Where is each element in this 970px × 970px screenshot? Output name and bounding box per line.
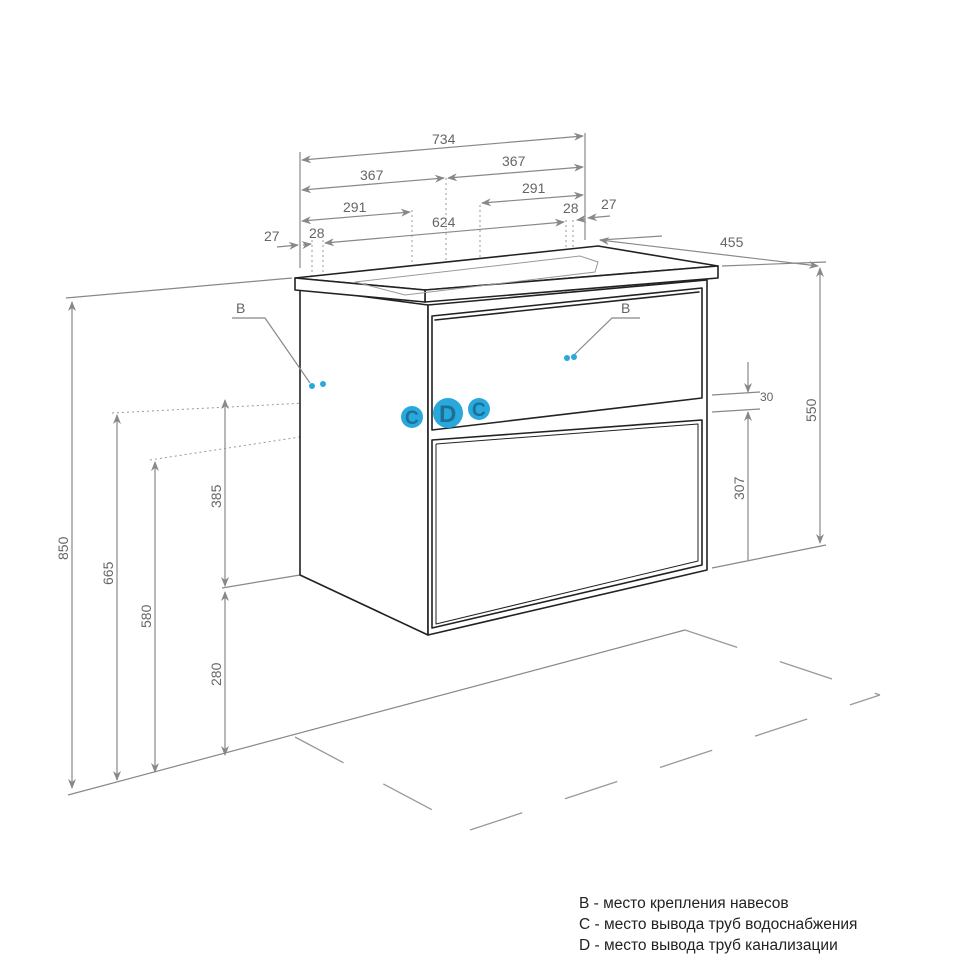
legend-item-c: C - место вывода труб водоснабжения bbox=[579, 916, 858, 933]
dim-850: 850 bbox=[55, 536, 71, 560]
mount-point-icon bbox=[571, 354, 577, 360]
legend-item-d: D - место вывода труб канализации bbox=[579, 937, 838, 954]
markers: B B C D C bbox=[232, 300, 640, 429]
dim-280: 280 bbox=[208, 662, 224, 686]
dim-291-left: 291 bbox=[343, 199, 367, 215]
supply-c-left-icon bbox=[401, 406, 423, 428]
marker-c-right: C bbox=[472, 400, 486, 421]
drain-d-icon bbox=[433, 398, 463, 428]
marker-b-right: B bbox=[621, 300, 630, 316]
dim-307: 307 bbox=[731, 476, 747, 500]
width-dimensions: 734 367 367 291 291 624 27 28 28 27 455 bbox=[264, 131, 819, 269]
dim-385: 385 bbox=[208, 484, 224, 508]
mount-point-icon bbox=[309, 383, 315, 389]
cabinet-side-panel bbox=[299, 287, 429, 636]
dim-27-left: 27 bbox=[264, 228, 280, 244]
vanity-cabinet bbox=[294, 245, 719, 636]
dim-367-left: 367 bbox=[360, 167, 384, 183]
supply-c-right-icon bbox=[468, 398, 490, 420]
height-dimensions: 850 665 580 385 280 550 30 307 bbox=[55, 267, 824, 789]
dim-580: 580 bbox=[138, 604, 154, 628]
dim-30: 30 bbox=[760, 390, 774, 404]
dim-28-right: 28 bbox=[563, 200, 579, 216]
lower-drawer bbox=[431, 419, 703, 629]
mount-point-icon bbox=[320, 381, 326, 387]
mount-point-icon bbox=[564, 355, 570, 361]
dim-665: 665 bbox=[100, 561, 116, 585]
dim-27-right: 27 bbox=[601, 196, 617, 212]
dim-734: 734 bbox=[432, 131, 456, 147]
legend: B - место крепления навесов C - место вы… bbox=[579, 893, 857, 956]
dim-367-right: 367 bbox=[502, 153, 526, 169]
dim-550: 550 bbox=[803, 398, 819, 422]
legend-item-b: B - место крепления навесов bbox=[579, 895, 789, 912]
marker-c-left: C bbox=[405, 408, 419, 429]
marker-d: D bbox=[439, 401, 456, 428]
marker-b-left: B bbox=[236, 300, 245, 316]
dim-28-left: 28 bbox=[309, 225, 325, 241]
dim-291-right: 291 bbox=[522, 180, 546, 196]
floor-outline bbox=[294, 629, 881, 831]
dim-455-depth: 455 bbox=[720, 234, 744, 250]
dim-624: 624 bbox=[432, 214, 456, 230]
